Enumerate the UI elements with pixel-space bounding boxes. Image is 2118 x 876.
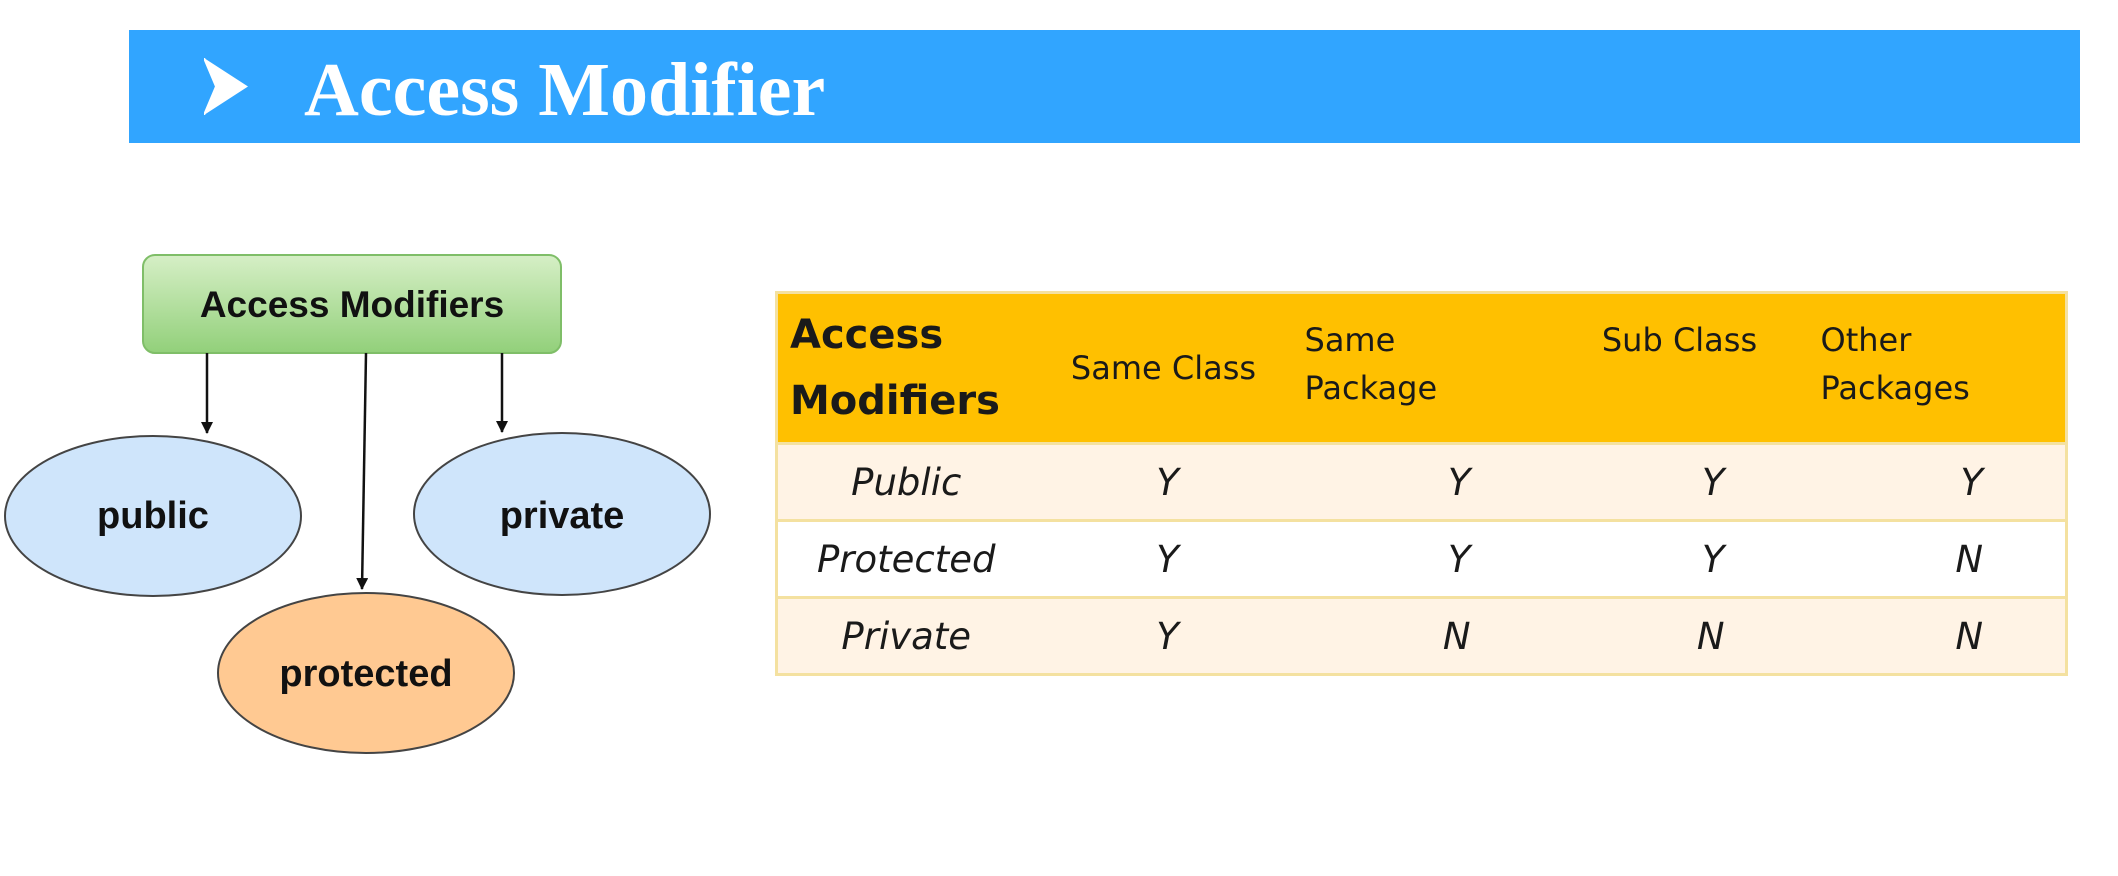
private-node-label: private [499,495,625,537]
table-cell: Y [1550,442,1809,521]
arrowhead-bullet-icon [204,58,248,115]
table-header-row: Access Modifiers Same Class Same Package… [776,292,2067,444]
table-cell: Y [1034,596,1293,675]
public-node-label: public [97,495,209,537]
root-node-label: Access Modifiers [199,284,505,325]
table-cell: Y [1292,519,1551,598]
page-title: Access Modifier [304,48,826,132]
diagram-canvas [4,254,711,754]
table-cell: Public [776,442,1035,521]
header-access-modifiers: Access Modifiers [776,292,1035,444]
table-cell: Y [1034,442,1293,521]
table-row: Protected Y Y Y N [776,519,2067,598]
protected-node-ellipse [217,592,515,754]
table-cell: N [1550,596,1809,675]
header-same-package: Same Package [1292,292,1551,444]
table-row: Public Y Y Y Y [776,442,2067,521]
private-node-ellipse [413,432,711,596]
table-cell: Y [1550,519,1809,598]
table-cell: N [1292,596,1551,675]
table-cell: N [1808,519,2067,598]
public-node-ellipse [4,435,302,597]
table-cell: Y [1808,442,2067,521]
table-cell: Protected [776,519,1035,598]
root-node-box [142,254,562,354]
header-sub-class: Sub Class [1550,292,1809,444]
table-cell: Y [1034,519,1293,598]
table-cell: N [1808,596,2067,675]
header-same-class: Same Class [1034,292,1293,444]
access-modifiers-diagram: Access Modifiers public private protecte… [0,0,720,876]
header-other-packages: Other Packages [1808,292,2067,444]
protected-node-label: protected [279,653,453,695]
access-table: Access Modifiers Same Class Same Package… [775,291,2068,676]
table-cell: Private [776,596,1035,675]
table-cell: Y [1292,442,1551,521]
title-banner [129,30,2080,143]
table-row: Private Y N N N [776,596,2067,675]
arrow-to-protected [356,352,369,590]
